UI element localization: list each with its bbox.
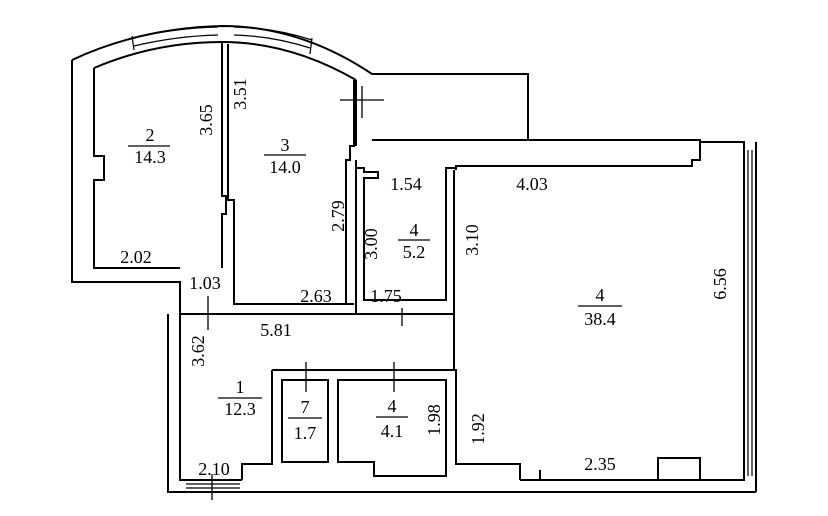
dimension-label: 1.98	[424, 404, 444, 436]
dimension-label: 4.03	[516, 174, 548, 194]
room-4-large-label: 4 38.4	[578, 285, 622, 329]
room-4-bath-label: 4 4.1	[376, 396, 408, 441]
inner-walls	[180, 42, 701, 480]
dimension-label: 2.79	[328, 200, 348, 232]
room-number: 4	[410, 220, 419, 240]
dimension-label: 2.35	[584, 454, 616, 474]
room-area: 38.4	[584, 309, 616, 329]
room-4-small-label: 4 5.2	[398, 220, 430, 262]
dimension-label: 5.81	[260, 320, 292, 340]
dimension-label: 1.75	[370, 286, 402, 306]
room-number: 7	[301, 397, 310, 417]
dimension-label: 2.02	[120, 247, 152, 267]
room-number: 4	[388, 396, 397, 416]
room-area: 1.7	[294, 423, 317, 443]
room-1-label: 1 12.3	[218, 377, 262, 419]
room-area: 14.0	[269, 157, 301, 177]
room-7-label: 7 1.7	[288, 397, 322, 443]
dimension-labels: 3.65 3.51 2.02 1.03 2.63 2.79 1.54 3.00 …	[120, 78, 730, 479]
dimension-label: 3.00	[361, 228, 381, 260]
room-area: 14.3	[134, 147, 166, 167]
room-3-label: 3 14.0	[264, 135, 306, 177]
room-number: 1	[236, 377, 245, 397]
room-area: 12.3	[224, 399, 256, 419]
dimension-label: 3.51	[230, 78, 250, 110]
room-number: 4	[596, 285, 605, 305]
dimension-label: 1.54	[390, 174, 422, 194]
door-marks	[207, 86, 403, 500]
dimension-label: 3.62	[188, 335, 208, 367]
dimension-label: 1.03	[189, 273, 221, 293]
room-2-label: 2 14.3	[128, 125, 170, 167]
dimension-label: 3.10	[462, 224, 482, 256]
windows	[131, 26, 753, 489]
room-number: 2	[146, 125, 155, 145]
dimension-label: 2.63	[300, 286, 332, 306]
dimension-label: 6.56	[710, 268, 730, 300]
room-area: 5.2	[403, 242, 426, 262]
room-area: 4.1	[381, 421, 404, 441]
outer-walls	[71, 24, 757, 493]
room-labels: 2 14.3 3 14.0 4 5.2 4 38.4 1 12.3 7 1.7	[128, 125, 622, 443]
room-number: 3	[281, 135, 290, 155]
dimension-label: 2.10	[198, 459, 230, 479]
dimension-label: 3.65	[196, 104, 216, 136]
dimension-label: 1.92	[468, 413, 488, 445]
